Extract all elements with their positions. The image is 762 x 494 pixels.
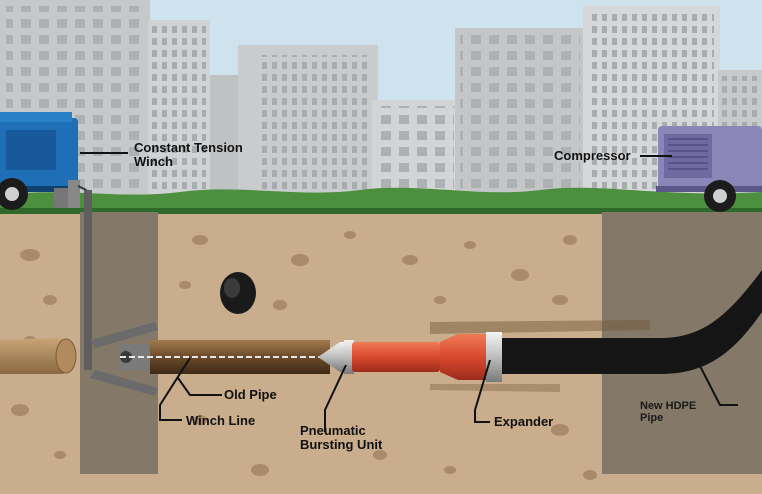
bursting-unit-nose	[318, 342, 350, 372]
compressor-unit	[656, 126, 762, 212]
fragment-debris	[430, 320, 650, 392]
crossing-pipe	[220, 272, 256, 314]
expander-collar	[486, 332, 502, 382]
leader-old-pipe	[177, 377, 222, 396]
grass-strip	[0, 187, 762, 212]
new-hdpe-pipe	[500, 270, 762, 374]
bursting-unit-ring	[344, 340, 354, 374]
label-expander: Expander	[494, 414, 554, 429]
leader-expander	[474, 359, 491, 423]
leader-lines	[80, 152, 738, 432]
pneumatic-bursting-unit	[352, 342, 440, 372]
label-old-pipe: Old Pipe	[224, 387, 277, 402]
label-winch-line: Winch Line	[186, 413, 256, 428]
label-winch: Constant Tension Winch	[134, 140, 243, 169]
soil-stones	[11, 226, 597, 480]
leader-bursting-unit	[324, 364, 347, 432]
leader-winch-line	[159, 357, 191, 421]
expander	[440, 334, 490, 380]
label-new-hdpe-pipe: New HDPE Pipe	[640, 400, 697, 424]
label-compressor: Compressor	[554, 148, 631, 163]
label-bursting-unit: Pneumatic Bursting Unit	[300, 423, 383, 452]
winch-truck	[0, 112, 80, 210]
leader-new-pipe	[699, 365, 738, 406]
old-pipe-segment-left	[0, 338, 77, 374]
